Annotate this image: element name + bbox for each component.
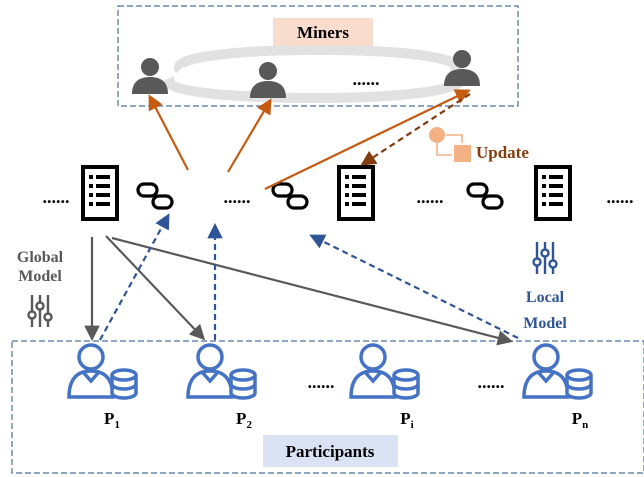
miners-ellipsis: ...... <box>353 69 380 89</box>
chain-ellipsis: ...... <box>607 187 634 207</box>
chain-link-icon <box>466 182 504 210</box>
chain-ellipsis: ...... <box>43 187 70 207</box>
participant-i: Pi <box>349 343 420 431</box>
participant-icon <box>349 343 420 400</box>
participant-label: P1 <box>104 409 120 431</box>
local-model-label: Local <box>526 289 565 306</box>
local-model-flow: Local Model <box>99 213 567 341</box>
chain-link-icon <box>136 182 174 210</box>
gray-arrow <box>105 235 206 341</box>
local-model-label: Model <box>523 315 567 332</box>
participant-icon <box>67 343 138 400</box>
participants-label-box <box>263 435 398 467</box>
participants-panel: Participants <box>11 340 644 474</box>
chain-ellipsis: ...... <box>417 187 444 207</box>
block-ledger-icon <box>337 165 375 221</box>
blockchain-row: ...... ...... ...... ...... <box>43 165 634 221</box>
blue-dashed-arrow <box>309 234 519 339</box>
participant-1: P1 <box>67 343 138 431</box>
chain-ellipsis: ...... <box>224 187 251 207</box>
global-model-label: Global <box>17 249 64 266</box>
block-ledger-icon <box>534 165 572 221</box>
chain-link-icon <box>271 182 309 210</box>
blue-dashed-arrow <box>99 213 170 341</box>
orange-arrow <box>148 94 189 171</box>
global-model-label: Model <box>18 268 62 285</box>
participant-2: P2 <box>186 343 257 431</box>
global-model-flow: Global Model <box>17 235 513 346</box>
update-annotation: Update <box>429 127 529 162</box>
update-icon <box>429 127 471 162</box>
participants-label: Participants <box>286 442 375 461</box>
participants-ellipsis: ...... <box>478 372 505 392</box>
orange-arrow <box>227 98 272 173</box>
update-label: Update <box>476 143 529 162</box>
block-ledger-icon <box>81 165 119 221</box>
participants-ellipsis: ...... <box>308 372 335 392</box>
local-model-sliders-icon <box>532 240 558 276</box>
miners-label-box <box>273 18 373 46</box>
orange-arrow <box>264 89 471 190</box>
global-model-sliders-icon <box>27 293 53 329</box>
gray-arrow <box>111 236 513 346</box>
participant-n: Pn <box>522 343 593 431</box>
participant-icon <box>522 343 593 400</box>
participants-panel-border <box>11 340 644 474</box>
participant-label: Pi <box>400 409 413 431</box>
participant-label: P2 <box>236 409 252 431</box>
arrows-to-miners <box>148 89 471 190</box>
brown-dashed-arrow <box>360 93 471 166</box>
participant-icon <box>186 343 257 400</box>
miners-panel: Miners ...... <box>117 5 519 107</box>
participant-label: Pn <box>572 409 589 431</box>
miners-label: Miners <box>297 23 349 42</box>
